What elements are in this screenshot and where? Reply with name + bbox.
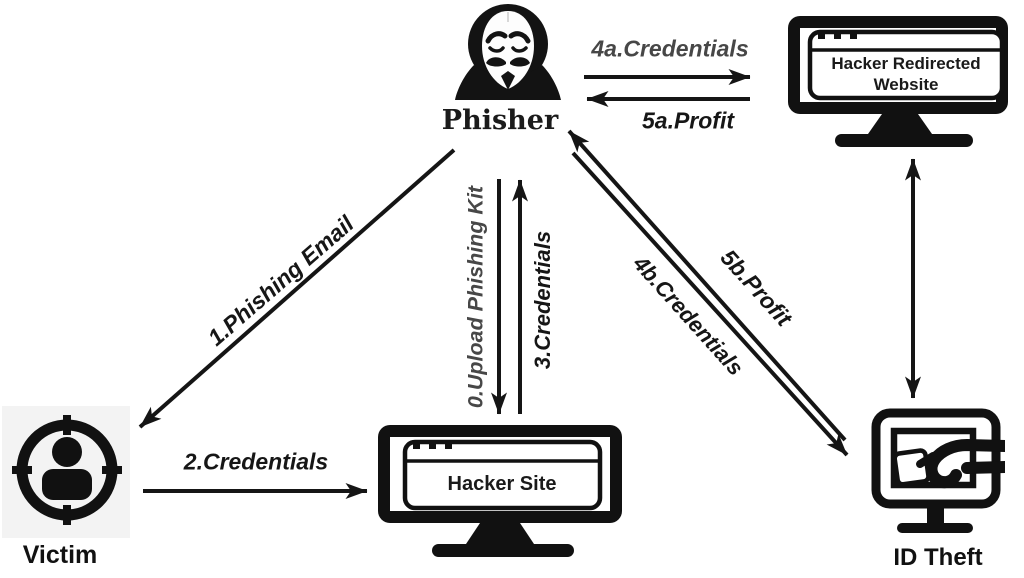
arrow-5b-profit <box>567 129 847 442</box>
browser-monitor-icon <box>788 16 1008 147</box>
edge-label-0-upload-phishing-kit: 0.Upload Phishing Kit <box>463 185 488 409</box>
phisher-label: Phisher <box>441 105 559 136</box>
edge-label-2-credentials: 2.Credentials <box>183 448 329 475</box>
hacker-redirected-website-label: Hacker Redirected Website <box>831 53 981 94</box>
target-person-icon <box>12 415 122 525</box>
id-theft-label: ID Theft <box>893 544 983 571</box>
anonymous-mask-icon <box>455 4 561 100</box>
edge-label-4a-credentials: 4a.Credentials <box>591 35 749 62</box>
edge-label-3-credentials: 3.Credentials <box>530 230 555 370</box>
edge-label-5a-profit: 5a.Profit <box>641 107 735 134</box>
hand-stealing-monitor-icon <box>871 408 1005 533</box>
hacker-site-label: Hacker Site <box>447 472 557 495</box>
arrow-4b-credentials <box>571 151 849 457</box>
browser-monitor-icon <box>378 425 622 557</box>
victim-label: Victim <box>22 541 98 569</box>
arrow-1-phishing-email <box>138 148 456 429</box>
